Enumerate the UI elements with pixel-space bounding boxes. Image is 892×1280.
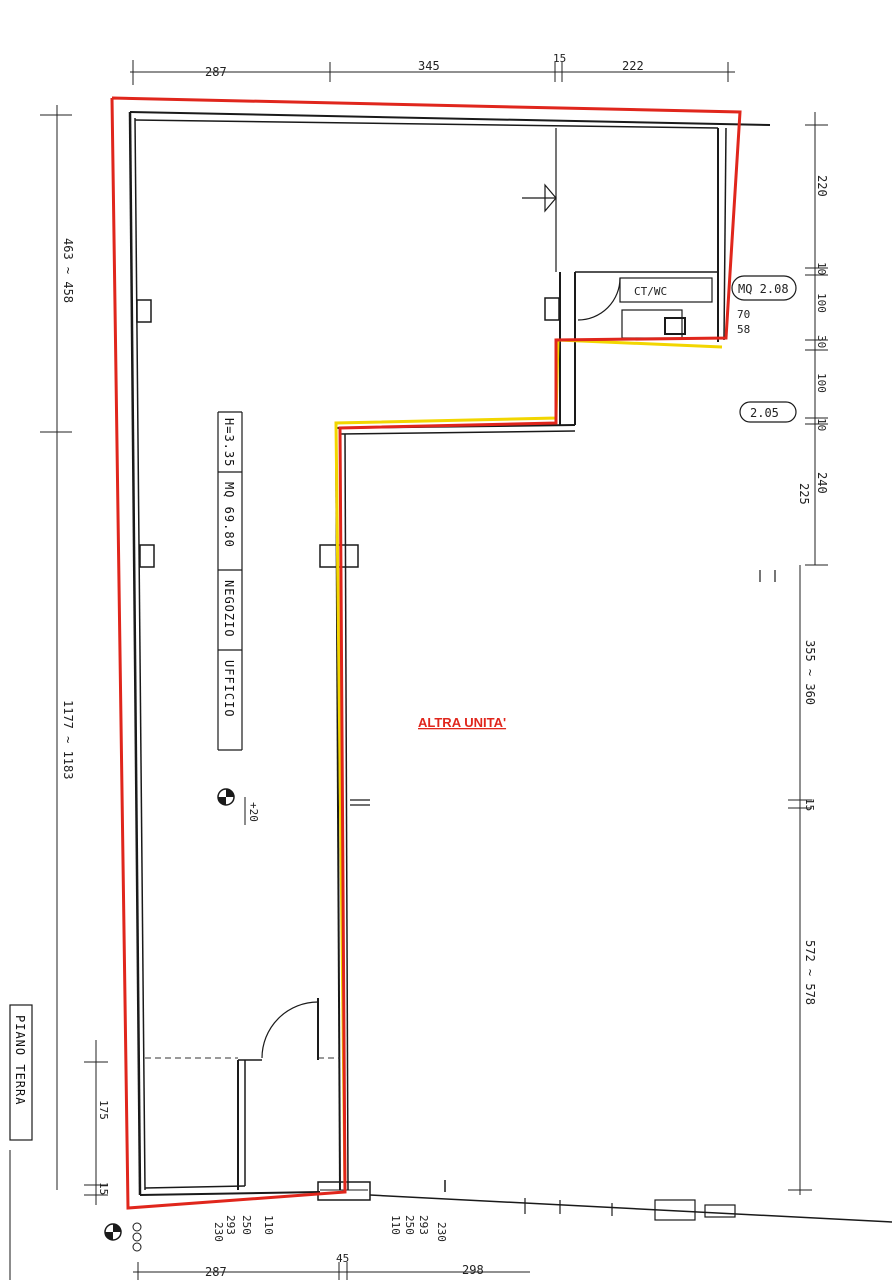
dim-top-4: 222 [622,59,644,73]
sill-dim-1: 230 [212,1222,225,1242]
doors [261,277,621,1059]
dim-right-8: 240 [815,472,829,494]
left-dimension-chain [40,105,108,1205]
entrance-door-swing [261,1001,319,1059]
walls [128,111,892,1223]
room-use-1: NEGOZIO [222,580,236,638]
wc-door-swing [577,277,621,321]
sill-dim-4: 110 [262,1215,275,1235]
dim-right-3: 100 [815,293,828,313]
sill-dim-2: 293 [224,1215,237,1235]
sill-dim-5: 110 [389,1215,402,1235]
level-mark-value: +20 [247,802,260,822]
dim-right-5: 100 [815,373,828,393]
other-area-bubble [739,401,797,423]
dim-bottom-2: 45 [336,1252,349,1265]
wc-area: MQ 2.08 [738,282,789,296]
dim-top-3: 15 [553,52,566,65]
room-label-block [217,411,243,751]
bottom-dimension-chain [133,1262,530,1280]
level-mark-icon [217,788,246,825]
section-arrow-icon [522,183,557,213]
other-area: 2.05 [750,406,779,420]
benchmark-icon [104,1222,142,1252]
wc-area-bubble [731,275,797,301]
dim-right-2: 10 [815,262,828,275]
sill-dim-6: 250 [403,1215,416,1235]
sill-dim-3: 250 [240,1215,253,1235]
dim-bottom-3: 298 [462,1263,484,1277]
dim-right-1: 220 [815,175,829,197]
dim-left-2: 1177 ~ 1183 [61,700,75,779]
room-height: H=3.35 [222,418,236,467]
sill-dim-8: 230 [435,1222,448,1242]
other-unit-label: ALTRA UNITA' [418,715,506,730]
dim-right-6: 10 [815,418,828,431]
dim-top-2: 345 [418,59,440,73]
sill-dim-7: 293 [417,1215,430,1235]
small-dim-1: 70 [737,308,750,321]
room-area: MQ 69.80 [222,482,236,548]
small-dim-2: 58 [737,323,750,336]
dim-left-1: 463 ~ 458 [61,238,75,303]
wc-label: CT/WC [634,285,667,298]
dim-bottom-1: 287 [205,1265,227,1279]
dim-left-4: 15 [97,1182,110,1195]
dim-left-3: 175 [97,1100,110,1120]
room-use-2: UFFICIO [222,660,236,718]
floor-title-box [9,1004,33,1141]
property-boundary [110,96,742,1210]
dim-right-11: 572 ~ 578 [803,940,817,1005]
floor-title: PIANO TERRA [13,1015,27,1105]
top-dimension-chain [130,60,735,85]
dim-right-4: 30 [815,335,828,348]
dim-top-1: 287 [205,65,227,79]
right-dimension-chain [788,112,828,1195]
dim-right-7: 225 [797,483,811,505]
dim-right-9: 355 ~ 360 [803,640,817,705]
dim-right-10: 15 [803,798,816,811]
shared-wall-highlight [334,338,723,1191]
